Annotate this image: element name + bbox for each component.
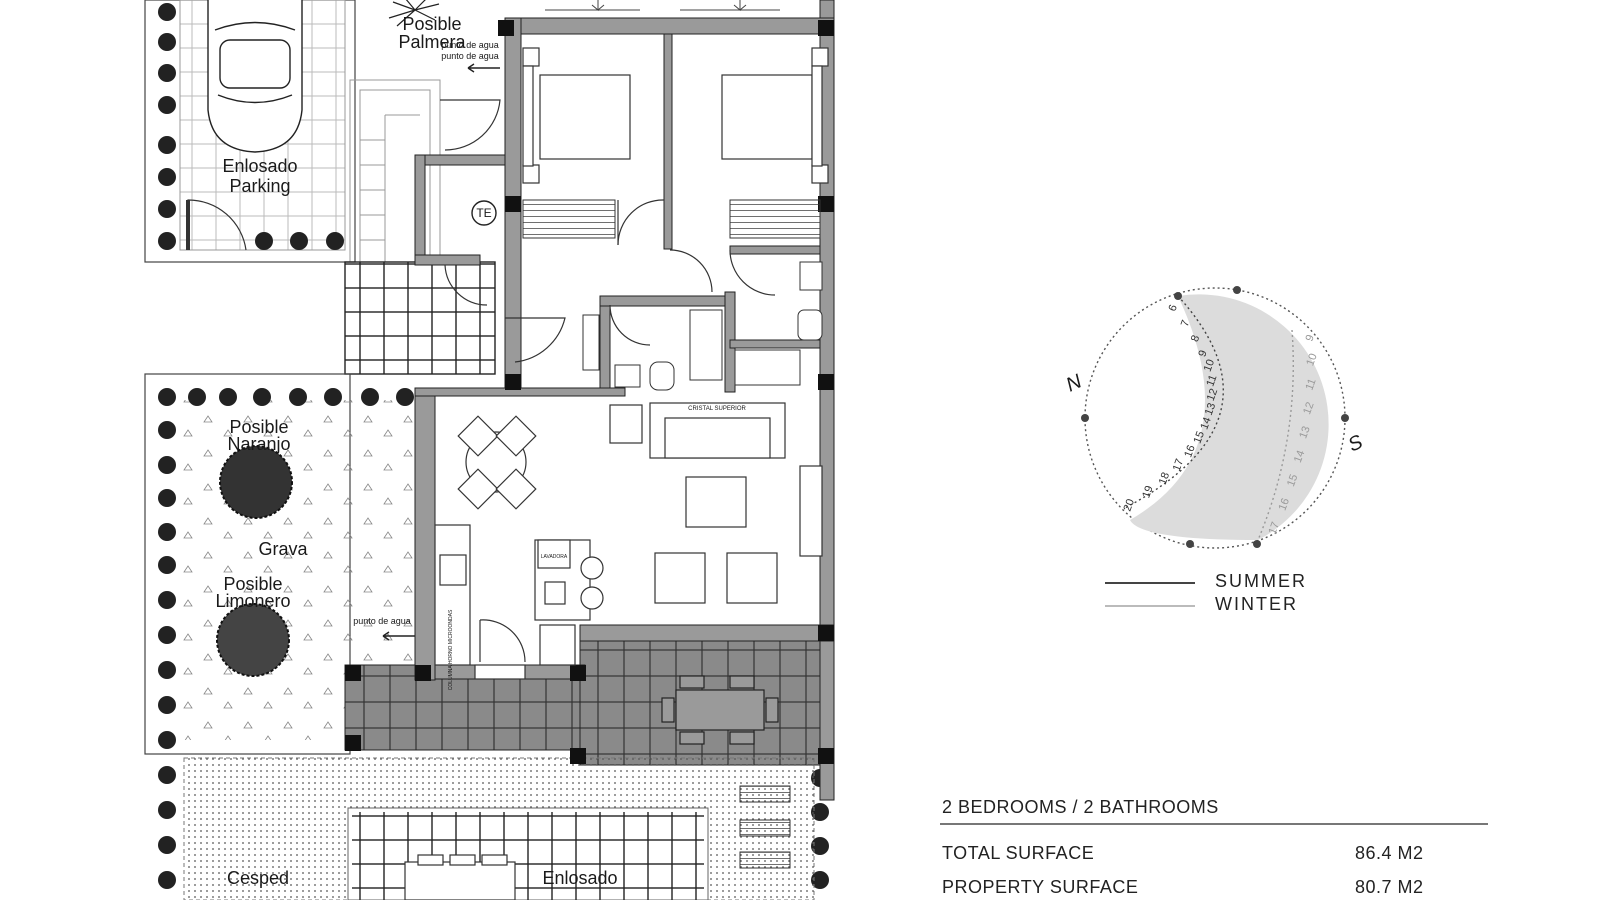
lemon-label-2: Limonero (215, 591, 290, 611)
orange-label-2: Naranjo (227, 434, 290, 454)
bathroom-fixtures (582, 261, 823, 391)
plan-labels: Posible Palmera punto de agua punto de a… (215, 14, 746, 888)
sun-points (1081, 286, 1349, 548)
arrow-left-icon (382, 631, 415, 641)
summer-hour-13: 13 (1203, 401, 1218, 417)
specs-divider (940, 823, 1488, 825)
parking-label-1: Enlosado (222, 156, 297, 176)
winter-hour-17: 17 (1267, 520, 1282, 536)
total-surface-value: 86.4 M2 (1355, 843, 1424, 863)
winter-hour-labels: 9 10 11 12 13 14 15 16 17 (1267, 333, 1320, 536)
beds (522, 47, 829, 184)
winter-hour-13: 13 (1297, 425, 1312, 441)
winter-hour-9: 9 (1304, 333, 1317, 343)
winter-hour-12: 12 (1301, 400, 1316, 416)
te-label: TE (476, 206, 491, 220)
summer-hour-15: 15 (1192, 430, 1207, 446)
summer-hour-16: 16 (1182, 444, 1197, 460)
boiler-label: COLUMNA HORNO MICROONDAS (448, 609, 454, 690)
upper-glass-label: CRISTAL SUPERIOR (688, 406, 746, 412)
te-meter-icon (471, 200, 497, 226)
property-surface-value: 80.7 M2 (1355, 877, 1424, 897)
summer-hour-7: 7 (1179, 319, 1192, 329)
lawn-label: Cesped (227, 868, 289, 888)
water-point-label-top: punto de agua (441, 40, 499, 50)
total-surface-label: TOTAL SURFACE (942, 843, 1095, 863)
summer-hour-18: 18 (1157, 471, 1172, 487)
specs-heading: 2 BEDROOMS / 2 BATHROOMS (942, 797, 1219, 817)
parking-label-2: Parking (229, 176, 290, 196)
arrow-left-icon (467, 63, 500, 73)
paving-label: Enlosado (542, 868, 617, 888)
hatched-steps (739, 785, 791, 869)
winter-legend-label: WINTER (1215, 594, 1298, 614)
sun-loungers (404, 854, 516, 900)
parking-area (144, 0, 356, 263)
south-label: S (1345, 431, 1367, 457)
wardrobes (522, 199, 821, 239)
orange-tree-icon (219, 445, 293, 519)
summer-hour-11: 11 (1204, 373, 1219, 388)
hedge-dots-parking (158, 3, 344, 250)
sun-crescent (1130, 294, 1329, 540)
property-surface-label: PROPERTY SURFACE (942, 877, 1139, 897)
palm-tree-icon (388, 0, 440, 27)
summer-legend-label: SUMMER (1215, 571, 1307, 591)
winter-hour-15: 15 (1285, 473, 1300, 489)
living-furniture (434, 402, 823, 680)
washer-label: LAVADORA (541, 554, 568, 560)
orange-label-1: Posible (229, 417, 288, 437)
winter-hour-16: 16 (1277, 497, 1292, 513)
summer-hour-19: 19 (1140, 484, 1155, 500)
summer-hour-17: 17 (1171, 457, 1186, 473)
gravel-label: Grava (258, 539, 308, 559)
terrace-table (661, 675, 779, 745)
north-label: N (1063, 370, 1086, 396)
summer-hour-9: 9 (1196, 349, 1209, 359)
water-point-label-top-2: punto de agua (441, 51, 499, 61)
summer-hour-14: 14 (1198, 416, 1213, 432)
lemon-tree-icon (216, 603, 290, 677)
door-swings (440, 99, 776, 663)
entrance-tiles (344, 261, 496, 375)
lemon-label-1: Posible (223, 574, 282, 594)
summer-hour-8: 8 (1189, 334, 1202, 344)
summer-hour-12: 12 (1205, 387, 1220, 403)
winter-hour-10: 10 (1304, 352, 1319, 368)
car-icon (207, 0, 303, 153)
winter-hour-14: 14 (1292, 449, 1307, 465)
staircase (349, 79, 441, 263)
summer-hour-20: 20 (1122, 497, 1137, 513)
summer-hour-10: 10 (1202, 358, 1217, 374)
winter-hour-11: 11 (1303, 377, 1318, 392)
palm-label-1: Posible (402, 14, 461, 34)
summer-hour-6: 6 (1167, 303, 1180, 313)
hedge-dots-garden (158, 388, 829, 889)
columns (345, 20, 834, 764)
water-point-label-side: punto de agua (353, 616, 411, 626)
palm-label-2: Palmera (398, 32, 466, 52)
